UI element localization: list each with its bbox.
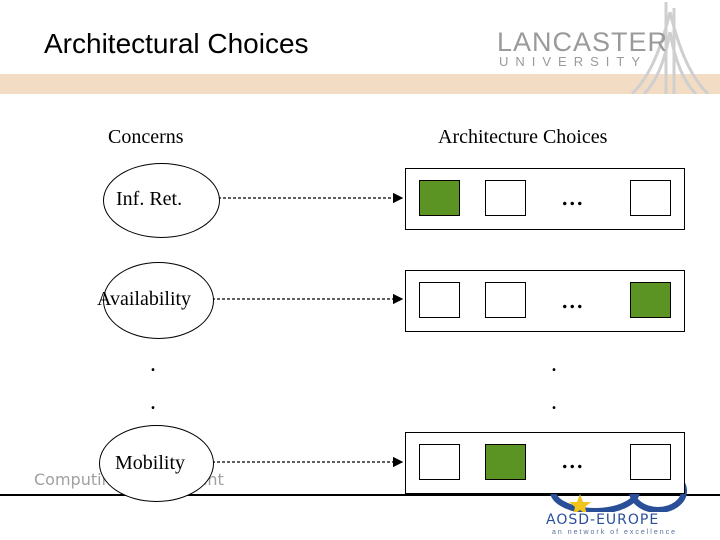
- vertical-dot: .: [551, 389, 557, 415]
- vertical-dot: .: [150, 351, 156, 377]
- page-title: Architectural Choices: [44, 28, 309, 59]
- logo-name: LANCASTER: [497, 27, 669, 57]
- vertical-dot: .: [551, 351, 557, 377]
- concern-label: Availability: [97, 288, 192, 310]
- concern-label: Mobility: [115, 452, 186, 474]
- choice-box: [419, 444, 460, 480]
- lancaster-spire-icon: [630, 2, 710, 94]
- choice-box: [419, 282, 460, 318]
- footer-rule: [0, 494, 720, 496]
- ellipsis: ...: [561, 442, 584, 475]
- concerns-heading: Concerns: [108, 126, 184, 148]
- aosd-tagline: an network of excellence: [552, 529, 678, 536]
- concern-mobility: Mobility: [99, 425, 214, 502]
- choice-box: [485, 282, 526, 318]
- choice-box: [630, 444, 671, 480]
- choice-box-selected: [419, 180, 460, 216]
- choice-box-selected: [630, 282, 671, 318]
- concern-inf-ret: Inf. Ret.: [103, 163, 220, 238]
- concern-availability: Availability: [97, 262, 214, 339]
- choice-box: [485, 180, 526, 216]
- aosd-name: AOSD-EUROPE: [546, 512, 660, 528]
- choice-row-availability: ...: [405, 270, 685, 332]
- ellipsis: ...: [561, 179, 584, 212]
- choices-heading: Architecture Choices: [438, 126, 608, 148]
- choice-row-inf-ret: ...: [405, 168, 685, 230]
- logo-subtitle: UNIVERSITY: [499, 54, 648, 69]
- ellipsis: ...: [561, 282, 584, 315]
- choice-box: [630, 180, 671, 216]
- vertical-dot: .: [150, 389, 156, 415]
- choice-row-mobility: ...: [405, 432, 685, 494]
- concern-label: Inf. Ret.: [116, 188, 183, 210]
- choice-box-selected: [485, 444, 526, 480]
- header-band: [0, 74, 720, 94]
